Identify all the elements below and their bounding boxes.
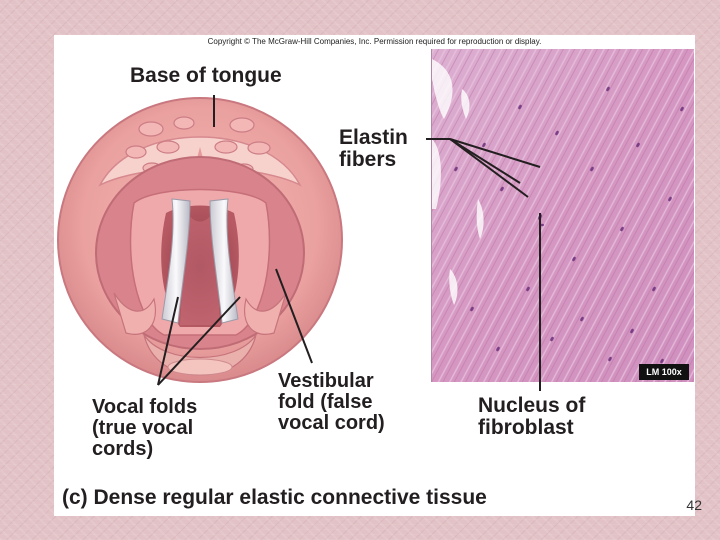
label-vestibular-line2: fold (false — [278, 391, 373, 414]
label-vestibular-line1: Vestibular — [278, 370, 374, 392]
label-vocal-folds: Vocal folds (true vocal cords) — [92, 396, 198, 461]
magnification-badge: LM 100x — [639, 364, 689, 380]
label-nucleus-line2: fibroblast — [478, 416, 574, 440]
label-elastin-line2: fibers — [339, 148, 397, 172]
label-vocal-folds-line3: cords) — [92, 438, 154, 461]
label-vestibular-fold: Vestibular fold (false vocal cord) — [278, 370, 385, 435]
larynx-illustration — [57, 95, 343, 386]
leader-vestibular-fold — [275, 268, 313, 364]
leader-vocal-fold-right — [157, 296, 241, 386]
label-vestibular-line3: vocal cord) — [278, 412, 385, 435]
leader-vocal-fold-left — [157, 296, 179, 386]
label-vocal-folds-line1: Vocal folds — [92, 396, 198, 418]
figure-panel: Copyright © The McGraw-Hill Companies, I… — [54, 35, 695, 516]
slide-page-number: 42 — [686, 497, 702, 513]
label-nucleus-of-fibroblast: Nucleus of fibroblast — [478, 394, 586, 440]
micrograph-elastic-tissue — [431, 49, 694, 382]
label-base-of-tongue: Base of tongue — [130, 64, 282, 87]
copyright-notice: Copyright © The McGraw-Hill Companies, I… — [207, 37, 542, 46]
label-nucleus-line1: Nucleus of — [478, 394, 586, 417]
label-vocal-folds-line2: (true vocal — [92, 417, 194, 440]
label-elastin-line1: Elastin — [339, 126, 408, 149]
figure-caption: (c) Dense regular elastic connective tis… — [62, 486, 487, 509]
micrograph-image — [432, 49, 694, 382]
label-elastin-fibers: Elastin fibers — [339, 126, 408, 172]
